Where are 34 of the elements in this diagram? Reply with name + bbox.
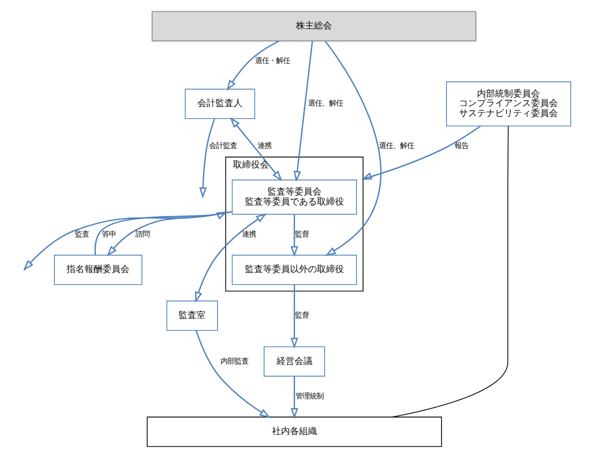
- arrow: [360, 125, 480, 180]
- arrow: [293, 41, 313, 182]
- edge-label: 選任、解任: [307, 98, 342, 108]
- edge-label: 答申: [102, 230, 116, 239]
- edge-label: 管理統制: [295, 391, 324, 400]
- node-box: 監査等委員会 監査等委員である取締役: [231, 180, 356, 215]
- arrow: [230, 117, 282, 182]
- edge-label: 監査: [74, 230, 89, 239]
- arrow: [195, 330, 270, 418]
- edge-label: 選任・解任: [254, 56, 290, 66]
- edge-label: 報告: [454, 141, 468, 150]
- edge-label: 諮問: [135, 230, 150, 239]
- arrow: [290, 214, 298, 258]
- arrow: [290, 284, 298, 349]
- arrow: [226, 40, 279, 91]
- node-box: 監査室: [166, 300, 218, 331]
- arrow: [324, 40, 381, 256]
- edge-label: 会計監査: [208, 141, 236, 150]
- arrow: [290, 376, 298, 419]
- edge-label: 監督: [294, 310, 309, 320]
- node-box: 指名報酬委員会: [54, 254, 142, 286]
- edge-label: 監督: [294, 230, 309, 239]
- node-box: 社内各組織: [146, 416, 442, 447]
- edge-label: 選任、解任: [378, 141, 414, 150]
- edge-label: 連携: [242, 230, 256, 239]
- node-box: 会計監査人: [184, 88, 255, 120]
- node-box: 株主総会: [151, 11, 476, 42]
- node-box: 監査等委員以外の取締役: [231, 254, 356, 286]
- edge-label: 連携: [257, 141, 272, 150]
- node-box: 内部統制委員会 コンプライアンス委員会 サステナビリティ委員会: [446, 81, 571, 126]
- connector: [391, 126, 508, 418]
- edge-label: 内部監査: [220, 356, 248, 366]
- node-box: 経営会議: [263, 346, 325, 377]
- arrow: [194, 213, 266, 303]
